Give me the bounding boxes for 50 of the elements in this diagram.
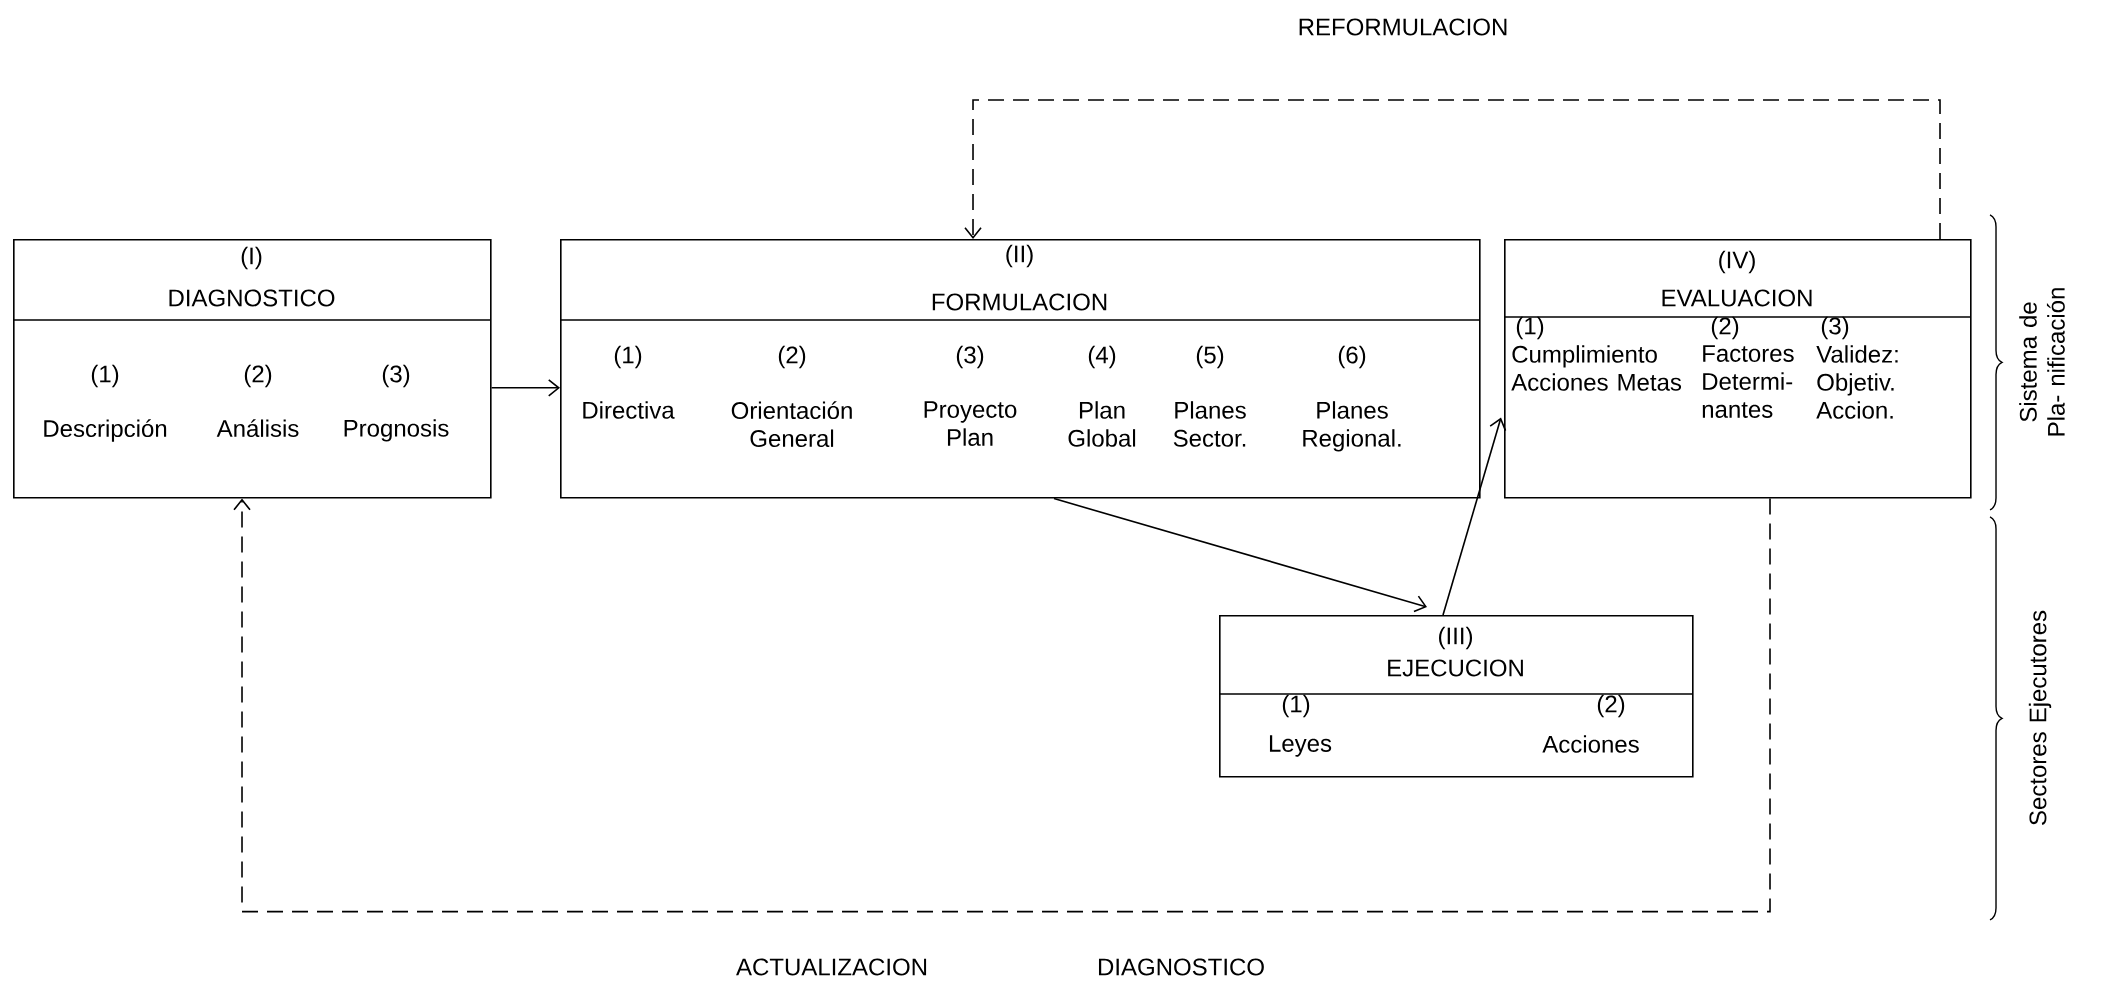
item-label: Planes Regional.	[1303, 401, 1401, 452]
item-label: Prognosis	[344, 419, 449, 442]
item-label: Análisis	[216, 419, 299, 438]
process-box	[1503, 239, 1972, 499]
arrow	[1053, 497, 1427, 613]
box-title: DIAGNOSTICO	[169, 289, 335, 307]
item-label: Descripción	[44, 419, 167, 442]
item-label: Validez: Objetiv. Accion.	[1816, 345, 1898, 419]
arrow	[233, 497, 1771, 913]
item-number: (3)	[956, 345, 984, 369]
arrow	[490, 378, 560, 397]
item-number: (6)	[1338, 345, 1366, 369]
loop-label: ACTUALIZACION	[736, 958, 927, 976]
item-label: Leyes	[1269, 735, 1332, 757]
box-title: EJECUCION	[1388, 659, 1523, 677]
item-number: (1)	[91, 364, 119, 388]
item-label: Proyecto Plan	[924, 401, 1017, 446]
item-label: Planes Sector.	[1173, 401, 1246, 447]
item-number: (1)	[1516, 316, 1544, 340]
edge-label: REFORMULACION	[1296, 17, 1510, 37]
item-number: (4)	[1088, 345, 1116, 369]
item-label: Directiva	[583, 401, 675, 419]
item-number: (3)	[1821, 316, 1849, 340]
process-box	[559, 239, 1481, 499]
box-title: FORMULACION	[932, 293, 1107, 311]
box-number: (IV)	[1719, 250, 1755, 274]
item-number: (2)	[1597, 694, 1625, 718]
item-number: (2)	[778, 345, 806, 369]
item-label: Plan Global	[1068, 401, 1136, 447]
item-number: (1)	[614, 345, 642, 369]
box-title: EVALUACION	[1662, 289, 1812, 307]
brace-label: Sectores Ejecutores	[2028, 610, 2052, 825]
item-label: Orientación General	[731, 401, 852, 448]
brace-label: Sistema de Pla- nificación	[2019, 288, 2065, 436]
item-label: Acciones	[1542, 735, 1639, 753]
item-number: (3)	[382, 364, 410, 388]
process-box	[1218, 615, 1694, 778]
arrow	[964, 99, 1941, 240]
item-label: Cumplimiento Acciones Metas	[1511, 345, 1682, 391]
item-number: (1)	[1282, 694, 1310, 718]
item-number: (2)	[244, 364, 272, 388]
box-number: (II)	[1006, 244, 1033, 268]
process-box	[12, 239, 492, 499]
box-number: (I)	[241, 246, 262, 270]
arrow	[1442, 417, 1507, 616]
item-number: (5)	[1196, 345, 1224, 369]
item-number: (2)	[1711, 316, 1739, 340]
box-number: (III)	[1439, 626, 1473, 650]
item-label: Factores Determi- nantes	[1702, 345, 1794, 418]
loop-label: DIAGNOSTICO	[1099, 958, 1264, 976]
